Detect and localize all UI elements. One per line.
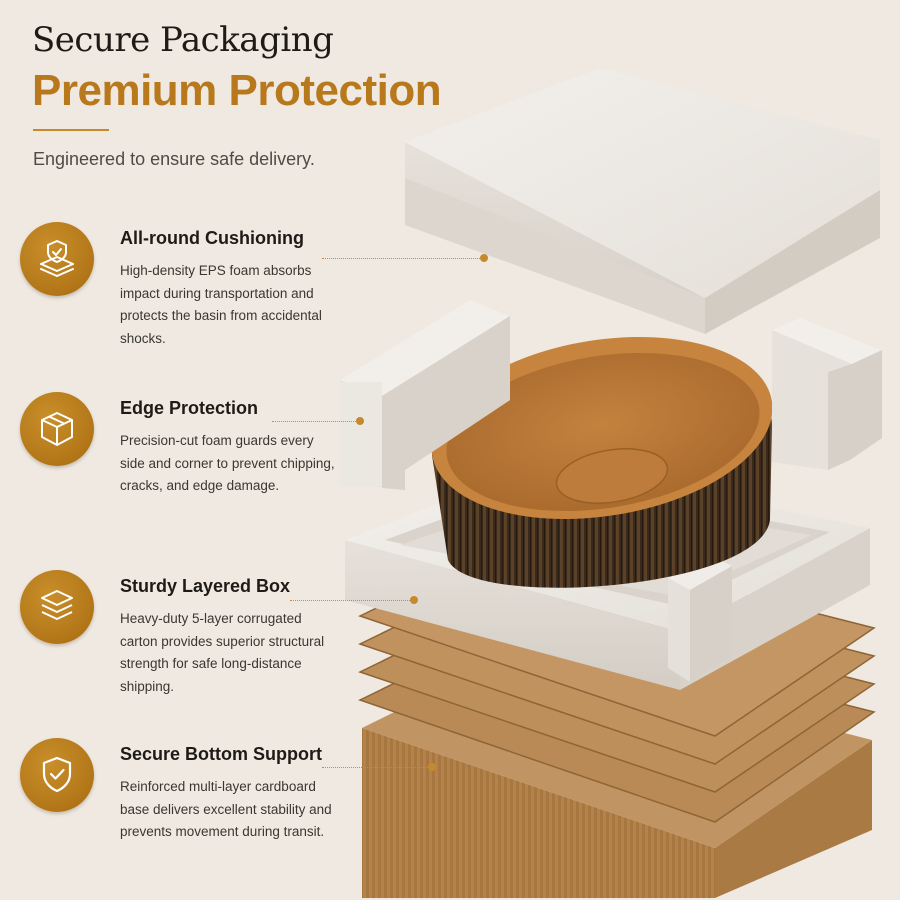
feature-description: Heavy-duty 5-layer corrugated carton pro… — [120, 611, 325, 694]
basin — [431, 337, 773, 588]
leader-line-bottom — [322, 767, 430, 768]
leader-line-box — [290, 600, 410, 601]
feature-secure-bottom-support: Secure Bottom Support Reinforced multi-l… — [20, 738, 340, 878]
title-divider — [33, 129, 109, 131]
title-line-2: Premium Protection — [32, 66, 442, 115]
cardboard-box-side-right — [715, 740, 872, 898]
leader-dot-box — [410, 596, 418, 604]
foam-corner-post — [668, 556, 732, 682]
cardboard-box-side-left — [362, 728, 715, 898]
foam-side-guard-left — [340, 300, 510, 490]
title-line-1: Secure Packaging — [32, 20, 334, 60]
basin-drain-cap — [555, 448, 669, 504]
feature-description: Reinforced multi-layer cardboard base de… — [120, 779, 332, 839]
layered-shield-icon — [20, 222, 94, 296]
feature-title: Edge Protection — [120, 398, 259, 418]
leader-dot-bottom — [428, 763, 436, 771]
foam-side-guard-right — [772, 318, 882, 470]
feature-sturdy-layered-box: Sturdy Layered Box Heavy-duty 5-layer co… — [20, 570, 340, 710]
feature-edge-protection: Edge Protection Precision-cut foam guard… — [20, 392, 340, 532]
feature-all-round-cushioning: All-round Cushioning High-density EPS fo… — [20, 222, 340, 352]
feature-title: Sturdy Layered Box — [120, 576, 291, 596]
box-icon — [20, 392, 94, 466]
basin-interior — [446, 352, 760, 512]
foam-top-lid — [405, 68, 880, 334]
leader-dot-edge — [356, 417, 364, 425]
leader-line-cushioning — [322, 258, 482, 259]
leader-line-edge — [272, 421, 358, 422]
feature-title: Secure Bottom Support — [120, 744, 323, 764]
feature-description: High-density EPS foam absorbs impact dur… — [120, 263, 322, 346]
feature-description: Precision-cut foam guards every side and… — [120, 433, 335, 493]
subtitle: Engineered to ensure safe delivery. — [33, 149, 315, 169]
leader-dot-cushioning — [480, 254, 488, 262]
shield-check-icon — [20, 738, 94, 812]
feature-title: All-round Cushioning — [120, 228, 304, 248]
stacked-layers-icon — [20, 570, 94, 644]
